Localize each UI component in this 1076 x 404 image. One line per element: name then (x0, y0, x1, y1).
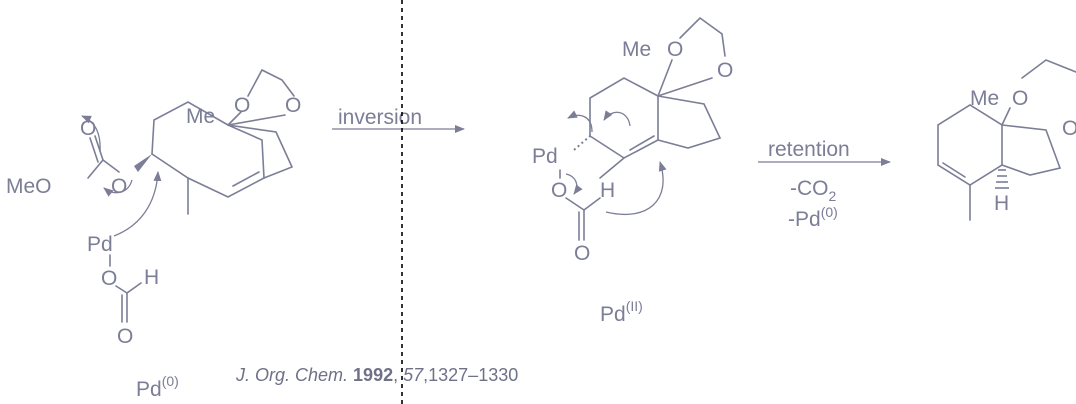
retention-label: retention (768, 138, 850, 161)
structure-1: Me O O O MeO O Pd O H O (6, 68, 301, 348)
s2-palladium-label: Pd (532, 145, 558, 168)
s2-methyl-label: Me (622, 38, 651, 61)
structure-3-bonds (937, 59, 1076, 221)
s2-formate-oxygen: O (551, 179, 567, 202)
structure-3: Me O O H (937, 59, 1076, 221)
s1-formate-oxygen: O (101, 267, 117, 290)
s1-palladium-label: Pd (87, 233, 113, 256)
pd2-state-label: Pd(II) (600, 298, 643, 326)
structure-2: Me O O Pd O H O (532, 16, 733, 265)
s3-ketal-oxygen-right: O (1062, 117, 1076, 140)
pd0-state-label: Pd(0) (136, 373, 179, 401)
s3-ketal-oxygen-top: O (1012, 87, 1028, 110)
s2-formate-carbonyl-oxygen: O (574, 242, 590, 265)
s1-methoxy-label: MeO (6, 175, 52, 198)
s2-ketal-oxygen-right: O (717, 59, 733, 82)
s3-hydrogen-label: H (994, 192, 1009, 215)
s1-formate-carbonyl-oxygen: O (117, 325, 133, 348)
s2-ketal-oxygen-top: O (667, 38, 683, 61)
s2-formate-hydrogen: H (600, 179, 615, 202)
structure-2-bonds (559, 16, 726, 241)
inversion-label: inversion (338, 106, 422, 129)
co2-loss-label: -CO2 (790, 177, 837, 204)
pd0-loss-label: -Pd(0) (788, 204, 838, 231)
s1-methyl-label: Me (186, 105, 215, 128)
structure-1-curly-arrows (81, 115, 162, 237)
s1-ketal-oxygen-right: O (285, 94, 301, 117)
s3-methyl-label: Me (970, 87, 999, 110)
s1-ester-oxygen: O (111, 175, 127, 198)
structure-1-bonds (87, 68, 295, 323)
s1-ketal-oxygen-top: O (234, 94, 250, 117)
reaction-arrow-inversion: inversion (332, 106, 465, 133)
structure-2-curly-arrows (565, 110, 667, 216)
s1-carbonyl-oxygen: O (80, 117, 96, 140)
reaction-arrow-retention: retention -CO2 -Pd(0) (758, 138, 891, 231)
s1-formate-hydrogen: H (144, 266, 159, 289)
citation: J. Org. Chem. 1992, 57,1327–1330 (235, 365, 518, 385)
